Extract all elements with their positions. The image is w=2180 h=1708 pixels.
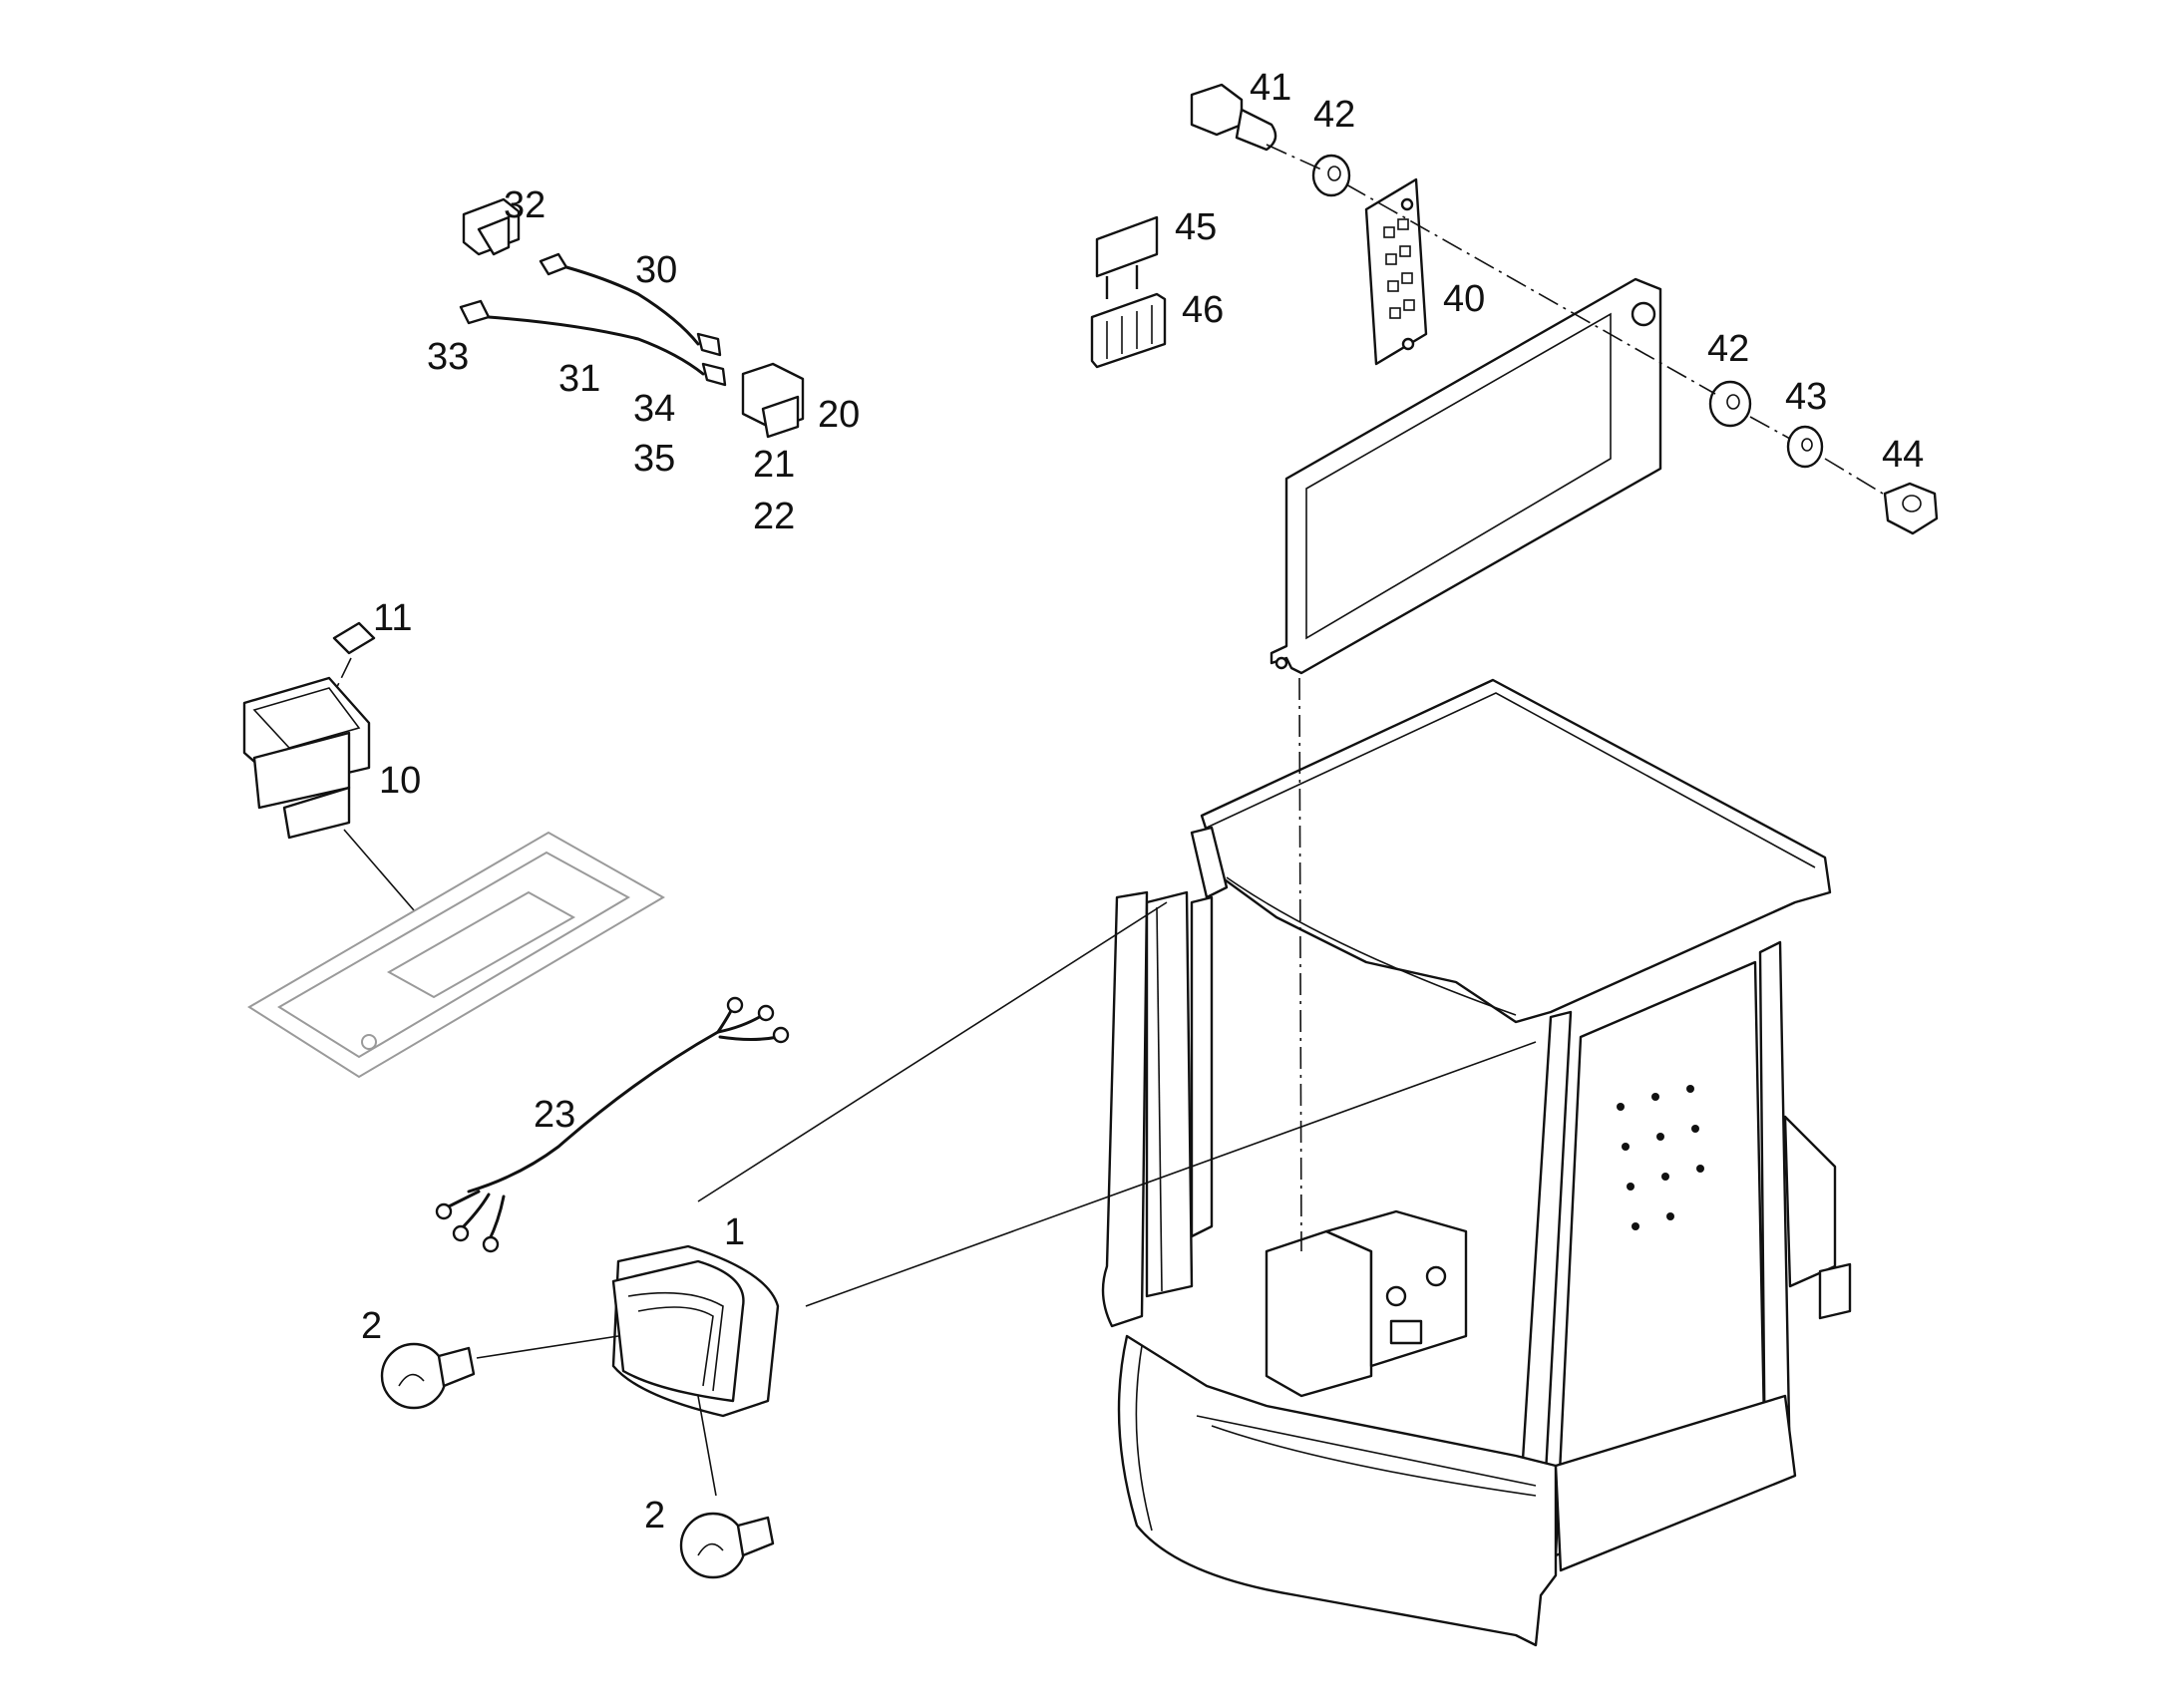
callout-45: 45	[1175, 206, 1217, 248]
callout-30: 30	[635, 249, 677, 291]
fuse-socket	[1090, 292, 1167, 369]
callout-46: 46	[1182, 289, 1224, 331]
switch-panel	[247, 831, 665, 1079]
callout-31: 31	[558, 358, 600, 400]
callout-20: 20	[818, 394, 860, 436]
connector-housing	[741, 362, 805, 439]
callout-21: 21	[753, 444, 795, 486]
callout-2-left: 2	[361, 1305, 382, 1347]
callout-10: 10	[379, 760, 421, 802]
assembly-axis-fuse	[1266, 144, 1884, 495]
switch-axis	[333, 657, 352, 694]
operator-cab	[1101, 678, 1852, 1647]
callout-43: 43	[1785, 376, 1827, 418]
callout-42-lower: 42	[1707, 328, 1749, 370]
wiring-harness-short	[459, 197, 727, 387]
plate-axis	[1298, 677, 1302, 1252]
callout-32: 32	[504, 184, 545, 226]
callout-34: 34	[633, 388, 675, 430]
lock-washer	[1786, 425, 1824, 469]
bulb-left-leader	[476, 1335, 619, 1359]
callout-40: 40	[1443, 278, 1485, 320]
bolt	[1190, 83, 1277, 152]
callout-1: 1	[724, 1211, 745, 1253]
bulb-bottom	[679, 1512, 775, 1579]
callout-22: 22	[753, 496, 795, 537]
callout-11: 11	[373, 597, 412, 639]
washer-lower	[1708, 380, 1752, 428]
switch-cap	[332, 621, 376, 655]
washer-upper	[1311, 154, 1351, 197]
bulb-bottom-leader	[697, 1395, 717, 1497]
wiring-harness-long	[435, 996, 790, 1253]
callout-42-upper: 42	[1313, 94, 1355, 136]
callout-23: 23	[534, 1094, 575, 1136]
hex-nut	[1883, 482, 1939, 535]
lamp-leader-upper	[697, 901, 1168, 1202]
callout-2-bottom: 2	[644, 1495, 665, 1537]
callout-41: 41	[1250, 67, 1291, 109]
lamp-leader-lower	[805, 1041, 1537, 1307]
callout-35: 35	[633, 438, 675, 480]
callout-44: 44	[1882, 434, 1924, 476]
callout-33: 33	[427, 336, 469, 378]
rocker-switch	[242, 676, 371, 840]
fuse-mounting-plate	[1270, 277, 1662, 675]
rear-panel-holes	[1617, 1085, 1704, 1230]
fuse-holder-strip	[1364, 177, 1428, 366]
bulb-left	[380, 1342, 476, 1410]
work-lamp	[611, 1244, 780, 1418]
fuse	[1095, 215, 1159, 299]
callout-labels: 1 2 2 10 11 20 21 22 23 30 31 32 33 34 3…	[361, 67, 1924, 1537]
